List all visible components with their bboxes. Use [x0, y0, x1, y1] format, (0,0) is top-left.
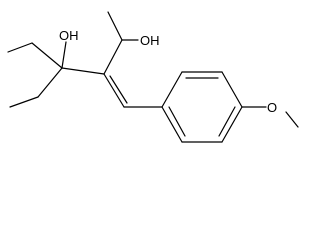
atom-label-methoxy-o: O [267, 100, 277, 115]
bond-c-oh-left [61, 41, 67, 69]
bond-ethyl-lower-ch2 [37, 67, 63, 98]
ring-inner-double-right [218, 106, 236, 137]
bond-ethyl-lower-ch3 [9, 96, 39, 108]
bond-o-to-ch3 [285, 111, 299, 128]
ring-inner-double-left [168, 106, 186, 137]
ring-bond-1 [161, 71, 183, 108]
ring-bond-4 [221, 106, 243, 143]
bond-ethyl-upper-ch2 [31, 42, 63, 69]
bond-ethyl-upper-ch3 [7, 42, 33, 53]
bond-double-c-c-inner [109, 75, 128, 104]
ring-bond-3 [221, 71, 243, 108]
atom-label-oh-right: OH [140, 33, 160, 48]
chemical-structure-diagram: OH OH O [7, 11, 299, 143]
bond-double-c-c-outer [103, 73, 125, 108]
bond-c-to-alkene [61, 67, 105, 75]
bond-alkene-to-choh [103, 39, 123, 75]
ring-bond-6 [161, 106, 183, 143]
bond-choh-ch3 [107, 11, 123, 41]
atom-label-oh-left: OH [59, 28, 79, 43]
